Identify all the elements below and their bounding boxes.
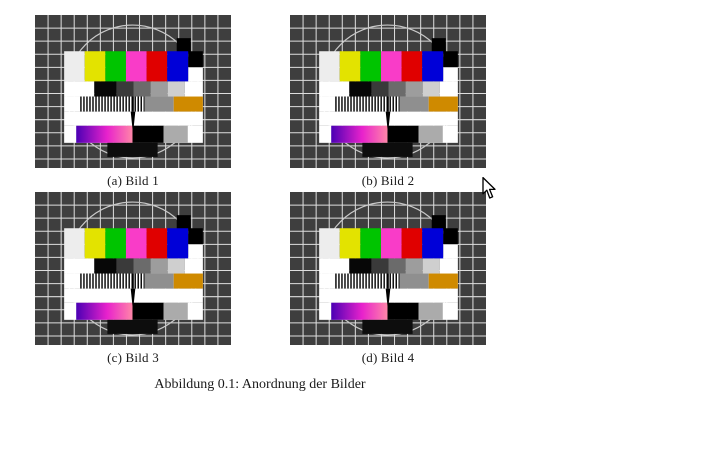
subfigure-c: (c) Bild 3 <box>35 192 231 366</box>
test-pattern-image-2 <box>290 15 486 168</box>
subfigure-c-caption: (c) Bild 3 <box>107 350 159 365</box>
subfigure-d-caption: (d) Bild 4 <box>361 350 415 365</box>
subfigure-b-caption: (b) Bild 2 <box>361 173 415 188</box>
test-pattern-image-4 <box>290 192 486 345</box>
test-pattern-image-1 <box>35 15 231 168</box>
arrow-cursor-icon <box>482 177 496 199</box>
subfigure-a-caption: (a) Bild 1 <box>107 173 159 188</box>
subfigure-d: (d) Bild 4 <box>290 192 486 366</box>
figure-caption: Abbildung 0.1: Anordnung der Bilder <box>154 377 366 392</box>
subfigure-b: (b) Bild 2 <box>290 15 486 189</box>
subfigure-a: (a) Bild 1 <box>35 15 231 189</box>
test-pattern-image-3 <box>35 192 231 345</box>
